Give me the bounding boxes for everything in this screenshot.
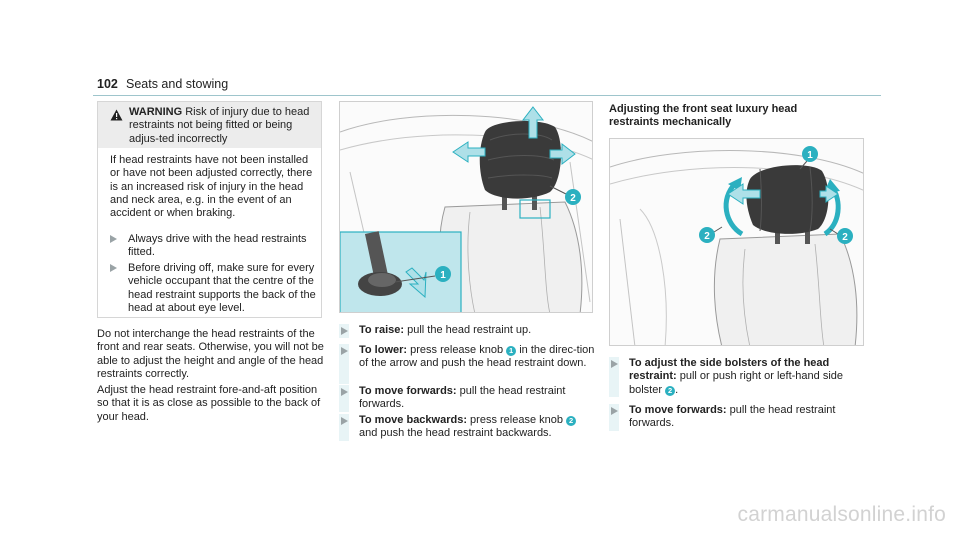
bullet-arrow-icon — [110, 235, 117, 243]
warning-box: WARNING Risk of injury due to head restr… — [97, 101, 322, 318]
page-number: 102 — [97, 77, 118, 91]
step-label: To move forwards: — [629, 404, 727, 416]
callout-1-marker — [435, 266, 451, 282]
step-text: in the direc-tion of the arrow and push … — [359, 344, 595, 370]
bullet-arrow-icon — [341, 347, 348, 355]
knob-1-marker: 1 — [506, 346, 517, 356]
step-text: pull the head restraint forwards. — [629, 404, 836, 430]
knob-2-marker: 2 — [566, 416, 577, 426]
step-label: To move backwards: — [359, 414, 467, 426]
warning-header: WARNING Risk of injury due to head restr… — [98, 102, 321, 148]
bullet-arrow-icon — [341, 417, 348, 425]
warning-title-text: Risk of injury due to head restraints no… — [129, 106, 310, 145]
header-divider — [93, 95, 881, 96]
step-text: pull or push right or left-hand side bol… — [629, 370, 844, 396]
callout-2-left-marker — [699, 227, 715, 243]
bullet-arrow-icon — [611, 407, 618, 415]
step-label: To raise: — [359, 324, 405, 336]
warning-label: WARNING — [129, 106, 183, 118]
section-title: Seats and stowing — [126, 77, 229, 91]
callout-1-marker — [802, 146, 818, 162]
watermark: carmanualsonline.info — [737, 503, 946, 526]
callout-2-right-label: 2 — [842, 232, 848, 243]
step-text: pull the head restraint up. — [404, 324, 532, 336]
adjust-paragraph: Adjust the head restraint fore-and-aft p… — [97, 384, 321, 423]
interchange-paragraph: Do not interchange the head restraints o… — [97, 328, 324, 380]
step-text: . — [675, 383, 679, 396]
step-label: To adjust the side bolsters of the head … — [629, 357, 830, 383]
warning-item-text: Always drive with the head restraints fi… — [128, 233, 307, 259]
callout-1-label: 1 — [807, 150, 813, 161]
callout-2-label: 2 — [570, 193, 576, 204]
bolster-2-marker: 2 — [665, 385, 676, 396]
head-restraint-figure: 2 1 — [339, 101, 593, 313]
luxury-head-restraint-figure: 1 2 2 — [609, 138, 864, 346]
section-heading: Adjusting the front seat luxury head res… — [609, 103, 798, 129]
warning-title: WARNING Risk of injury due to head restr… — [129, 106, 314, 146]
step-text: pull the head restraint forwards. — [359, 385, 566, 411]
luxury-head-restraint-illustration: 1 2 2 — [610, 139, 863, 345]
bullet-arrow-icon — [341, 388, 348, 396]
callout-2-right-marker — [837, 228, 853, 244]
head-restraint-illustration: 2 1 — [340, 102, 592, 312]
bullet-arrow-icon — [110, 264, 117, 272]
step-text: and push the head restraint backwards. — [359, 427, 552, 440]
step-label: To lower: — [359, 344, 408, 356]
callout-2-marker — [565, 189, 581, 205]
warning-icon — [110, 109, 123, 121]
warning-body: If head restraints have not been install… — [110, 154, 313, 220]
callout-1-label: 1 — [440, 270, 446, 281]
bullet-arrow-icon — [611, 360, 618, 368]
warning-item-text: Before driving off, make sure for every … — [128, 262, 316, 314]
step-label: To move forwards: — [359, 385, 457, 397]
step-text: press release knob — [467, 414, 567, 426]
step-text: press release knob — [407, 344, 507, 356]
callout-2-left-label: 2 — [704, 231, 710, 242]
bullet-arrow-icon — [341, 327, 348, 335]
